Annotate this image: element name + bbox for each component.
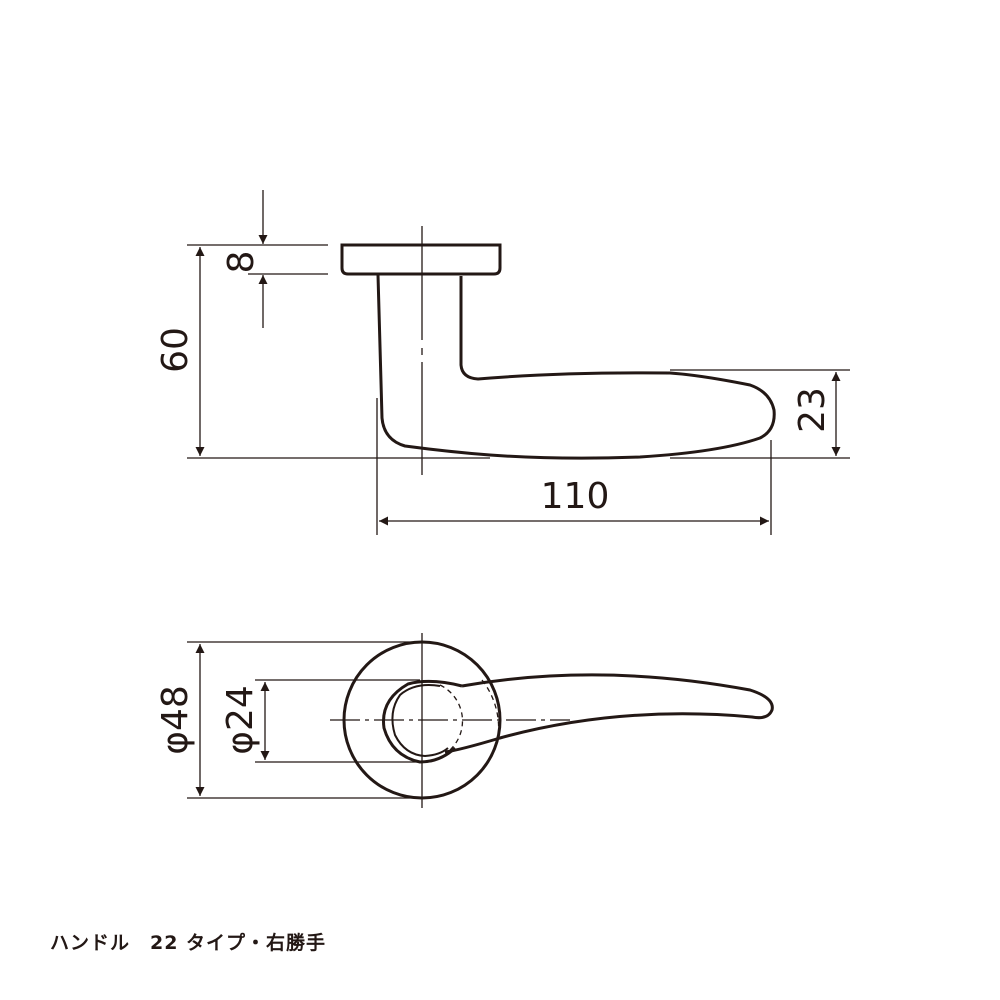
dim-rose-thickness: 8 [221, 251, 262, 274]
lever-outline-top [444, 673, 774, 754]
lever-outline [376, 274, 776, 460]
dim-height: 60 [155, 327, 196, 373]
neck-inner [391, 684, 449, 758]
dim-length: 110 [541, 476, 610, 517]
side-view-handle [340, 243, 776, 460]
dim-lever-height: 23 [792, 387, 833, 433]
dim-neck-diameter: φ24 [220, 685, 261, 755]
caption: ハンドル 22 タイプ・右勝手 [50, 932, 327, 954]
rose-plate [340, 243, 502, 276]
dim-rose-diameter: φ48 [155, 685, 196, 755]
side-view-lines [187, 190, 850, 535]
top-view-lines [187, 633, 570, 808]
